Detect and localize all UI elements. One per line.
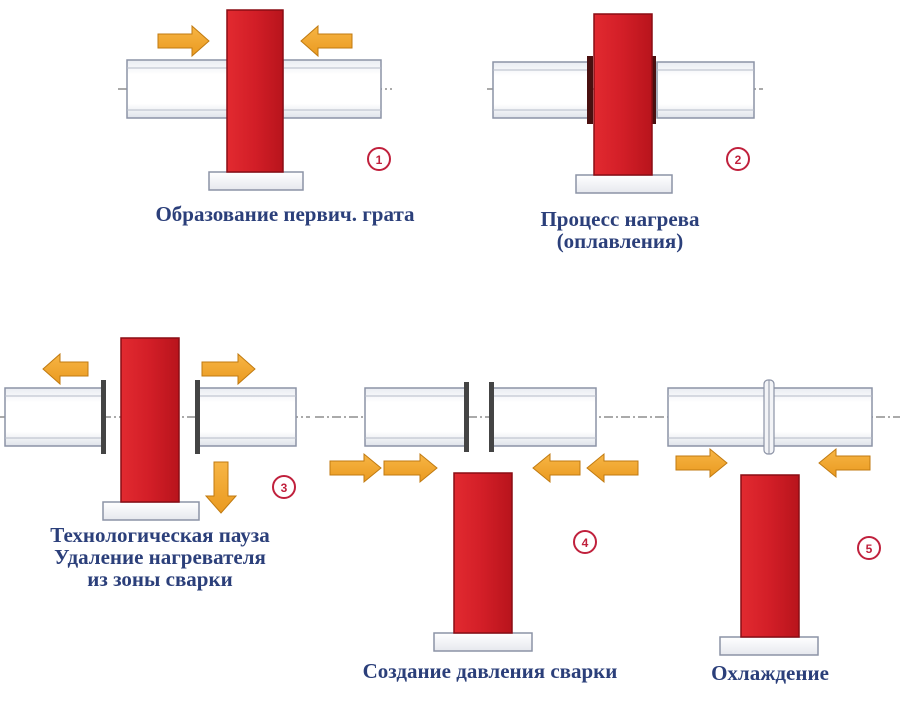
heater-plate — [740, 474, 800, 638]
melt-bead-left — [464, 382, 469, 452]
step-4-caption: Создание давления сварки — [320, 660, 660, 682]
pipe-left — [492, 61, 589, 119]
arrow-right-icon — [329, 452, 382, 484]
heater-plate — [226, 9, 284, 173]
step-1-badge: 1 — [367, 147, 391, 171]
pipe-right — [656, 61, 755, 119]
step-3-caption-line: Удаление нагревателя — [54, 545, 266, 569]
weld-bead — [763, 379, 775, 455]
arrow-right-icon — [201, 352, 256, 386]
melt-bead-left — [587, 56, 593, 124]
step-2-illustration: 2 — [487, 13, 763, 194]
step-2-caption-line: (оплавления) — [556, 229, 684, 253]
pipe-left — [364, 387, 466, 447]
arrow-right-icon — [675, 447, 728, 479]
step-3-number: 3 — [281, 481, 288, 495]
step-4-number: 4 — [582, 536, 589, 550]
step-2-caption: Процесс нагрева (оплавления) — [470, 208, 770, 252]
step-4-caption-line: Создание давления сварки — [362, 659, 618, 683]
melt-bead-right — [650, 56, 656, 124]
step-5-number: 5 — [866, 542, 873, 556]
step-1-caption-line: Образование первич. грата — [155, 202, 415, 226]
heater-base — [433, 632, 533, 652]
step-5-caption: Охлаждение — [680, 662, 860, 684]
pipe-right — [197, 387, 297, 447]
step-3-caption-line: из зоны сварки — [87, 567, 233, 591]
arrow-left-icon — [42, 352, 89, 386]
pipe-right — [282, 59, 382, 119]
step-2-number: 2 — [735, 153, 742, 167]
arrow-right-icon — [157, 24, 210, 58]
pipe-right — [491, 387, 597, 447]
heater-plate — [593, 13, 653, 176]
melt-bead-right — [195, 380, 200, 454]
arrow-left-icon — [586, 452, 639, 484]
pipe-left — [4, 387, 104, 447]
step-3-badge: 3 — [272, 475, 296, 499]
heater-plate — [453, 472, 513, 634]
step-5-badge: 5 — [857, 536, 881, 560]
step-4-badge: 4 — [573, 530, 597, 554]
step-5-illustration: 5 — [655, 379, 900, 656]
step-3-caption-line: Технологическая пауза — [50, 523, 270, 547]
heater-plate — [120, 337, 180, 503]
step-3-caption: Технологическая пауза Удаление нагревате… — [10, 524, 310, 590]
arrow-down-icon — [204, 461, 238, 514]
melt-bead-left — [101, 380, 106, 454]
step-5-caption-line: Охлаждение — [711, 661, 829, 685]
heater-base — [575, 174, 673, 194]
arrow-right-icon — [383, 452, 438, 484]
step-1-illustration: 1 — [118, 9, 392, 191]
step-2-caption-line: Процесс нагрева — [540, 207, 700, 231]
melt-bead-right — [489, 382, 494, 452]
heater-base — [719, 636, 819, 656]
step-1-number: 1 — [376, 153, 383, 167]
heater-base — [208, 171, 304, 191]
step-3-illustration: 3 — [0, 337, 310, 521]
step-1-caption: Образование первич. грата — [100, 203, 470, 225]
step-2-badge: 2 — [726, 147, 750, 171]
heater-base — [102, 501, 200, 521]
step-4-illustration: 4 — [315, 382, 652, 652]
arrow-left-icon — [532, 452, 581, 484]
arrow-left-icon — [818, 447, 871, 479]
pipe-left — [126, 59, 230, 119]
arrow-left-icon — [300, 24, 353, 58]
